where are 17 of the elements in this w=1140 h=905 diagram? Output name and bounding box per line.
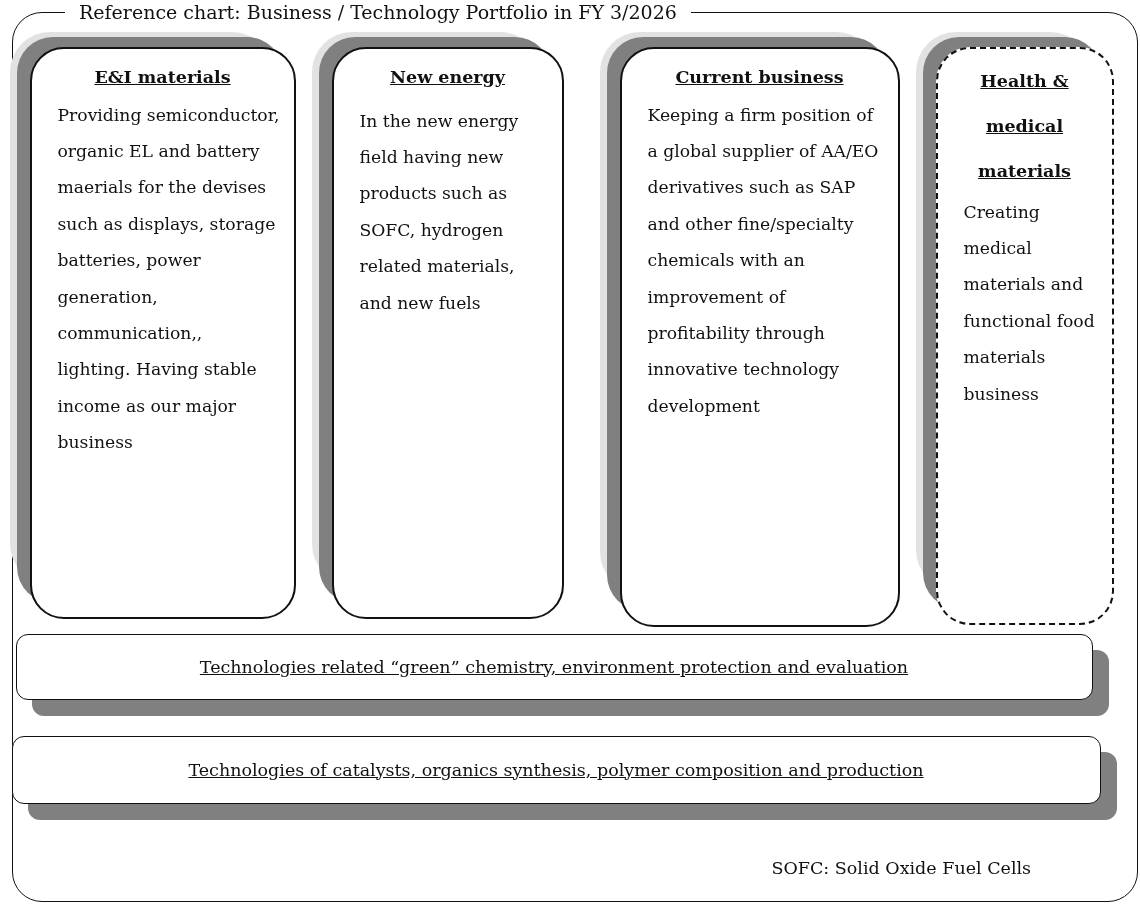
card-description: Creating medical materials and functional food materials business [962,200,1096,406]
card-heading: Current business [674,65,845,89]
footnote: SOFC: Solid Oxide Fuel Cells [771,857,1032,878]
card-description: Providing semiconductor, organic EL and battery maerials for the devises such as displays, storage batteries, power generation, communication,, lighting. Having stable income as our major business [56,103,281,455]
card-description: Keeping a firm position of a global supplier of AA/EO derivatives such as SAP and other fine/specialty chemicals with an improvement of profitability through innovative technology development [646,103,880,418]
band-label: Technologies related “green” chemistry, environment protection and evaluation [199,656,909,677]
card-heading: Health & medical materials [977,69,1072,183]
technology-band [15,633,1093,700]
business-card [619,46,900,627]
card-description: In the new energy field having new products such as SOFC, hydrogen related materials, and new fuels [358,109,520,315]
business-card [29,46,296,619]
card-heading: E&I materials [93,65,232,89]
business-card [331,46,564,619]
business-card [935,46,1114,625]
card-heading: New energy [389,65,507,89]
band-label: Technologies of catalysts, organics synthesis, polymer composition and production [188,759,924,780]
technology-band [11,735,1101,804]
